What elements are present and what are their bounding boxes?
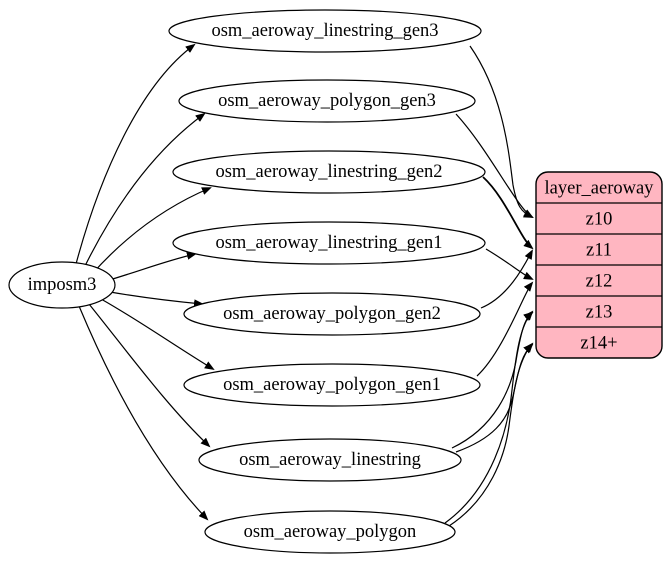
layer-row-z10: z10 (586, 210, 613, 230)
edge-imposm3-to-osm-aeroway-linestring-gen2 (91, 187, 212, 275)
table-node-osm-aeroway-polygon-gen1: osm_aeroway_polygon_gen1 (183, 363, 481, 407)
edge-osm-aeroway-linestring-gen1-to-z12 (485, 248, 534, 280)
layer-row-z14plus: z14+ (580, 334, 617, 354)
table-node-osm-aeroway-linestring-gen3-label: osm_aeroway_linestring_gen3 (211, 21, 438, 41)
table-node-osm-aeroway-polygon-gen3-shape (178, 79, 476, 123)
table-node-osm-aeroway-linestring-shape (198, 438, 462, 482)
edge-imposm3-to-osm-aeroway-linestring-gen1 (105, 251, 197, 282)
edge-osm-aeroway-polygon-gen3-to-z10 (455, 113, 534, 219)
edge-imposm3-to-osm-aeroway-polygon-gen2 (109, 291, 204, 308)
layer-row-z13: z13 (586, 303, 613, 323)
layer-row-z11: z11 (586, 241, 612, 261)
table-node-osm-aeroway-linestring: osm_aeroway_linestring (198, 438, 462, 482)
edge-osm-aeroway-linestring-gen2-to-z11 (482, 176, 534, 250)
table-node-osm-aeroway-polygon-gen1-shape (183, 363, 481, 407)
table-node-osm-aeroway-linestring-label: osm_aeroway_linestring (239, 450, 421, 470)
layer-row-z12: z12 (586, 272, 613, 292)
table-node-osm-aeroway-polygon-gen1-label: osm_aeroway_polygon_gen1 (223, 375, 441, 395)
edge-osm-aeroway-polygon-to-z13 (444, 310, 534, 524)
source-node-imposm3-label: imposm3 (28, 275, 97, 295)
table-node-osm-aeroway-polygon-label: osm_aeroway_polygon (244, 522, 417, 542)
table-node-osm-aeroway-polygon-gen2: osm_aeroway_polygon_gen2 (183, 292, 481, 336)
edge-osm-aeroway-linestring-to-z14plus (455, 343, 534, 453)
table-node-osm-aeroway-polygon-gen2-label: osm_aeroway_polygon_gen2 (223, 304, 441, 324)
edge-osm-aeroway-polygon-gen2-to-z11 (480, 249, 533, 309)
table-node-osm-aeroway-polygon: osm_aeroway_polygon (204, 510, 456, 554)
edge-imposm3-to-osm-aeroway-linestring-gen3 (75, 43, 196, 265)
source-node-imposm3-shape (8, 261, 116, 309)
table-node-osm-aeroway-linestring-gen3-shape (168, 9, 482, 53)
edge-imposm3-to-osm-aeroway-polygon (78, 305, 209, 521)
layer-node-aeroway: layer_aeroway z10 z11 z12 z13 z14+ (535, 171, 663, 359)
table-node-osm-aeroway-linestring-gen1-label: osm_aeroway_linestring_gen1 (215, 233, 442, 253)
table-node-osm-aeroway-linestring-gen1-shape (172, 221, 486, 265)
table-node-osm-aeroway-polygon-gen3: osm_aeroway_polygon_gen3 (178, 79, 476, 123)
table-node-osm-aeroway-linestring-gen2-label: osm_aeroway_linestring_gen2 (215, 162, 442, 182)
source-node-imposm3: imposm3 (8, 261, 116, 309)
edge-imposm3-to-osm-aeroway-linestring (88, 303, 211, 448)
edge-osm-aeroway-polygon-gen1-to-z12 (476, 281, 534, 377)
table-node-osm-aeroway-polygon-gen3-label: osm_aeroway_polygon_gen3 (218, 91, 436, 111)
edge-imposm3-to-osm-aeroway-polygon-gen1 (100, 298, 215, 371)
edge-imposm3-to-osm-aeroway-polygon-gen3 (83, 112, 206, 269)
table-node-osm-aeroway-linestring-gen2: osm_aeroway_linestring_gen2 (172, 150, 486, 194)
edge-osm-aeroway-linestring-gen3-to-z10 (469, 45, 534, 218)
layer-node-title: layer_aeroway (545, 179, 655, 199)
table-node-osm-aeroway-polygon-shape (204, 510, 456, 554)
table-node-osm-aeroway-polygon-gen2-shape (183, 292, 481, 336)
table-node-osm-aeroway-linestring-gen3: osm_aeroway_linestring_gen3 (168, 9, 482, 53)
edge-osm-aeroway-polygon-to-z14plus (448, 342, 534, 527)
table-node-osm-aeroway-linestring-gen1: osm_aeroway_linestring_gen1 (172, 221, 486, 265)
table-node-osm-aeroway-linestring-gen2-shape (172, 150, 486, 194)
